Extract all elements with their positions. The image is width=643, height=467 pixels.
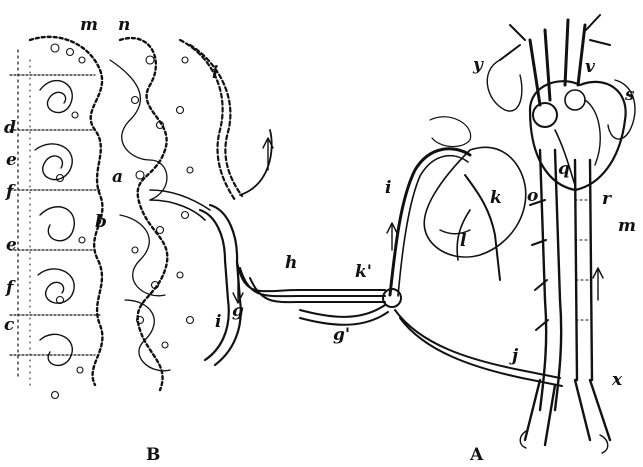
label-i-a: i [385,178,391,198]
label-i-top-b: i [212,63,218,83]
label-r: r [602,189,612,209]
label-k: k [490,188,502,208]
connecting-vessels [233,130,388,325]
label-k-prime: k' [355,262,372,282]
label-e-bottom: e [6,235,17,255]
label-e-top: e [6,150,17,170]
label-n: n [118,15,130,35]
label-o: o [527,186,538,206]
label-d: d [4,118,16,138]
label-b: b [95,212,107,232]
label-l: l [460,231,467,251]
label-f-bottom: f [5,278,16,298]
label-a: a [112,167,123,187]
label-f-top: f [5,182,16,202]
label-y: y [472,55,484,75]
label-s: s [624,85,635,105]
label-v: v [585,57,596,77]
label-g: g [232,301,244,321]
label-h: h [285,253,297,273]
label-c: c [4,315,15,335]
panel-a-drawing [383,15,635,453]
label-g-prime: g' [333,325,350,345]
label-i-bottom-b: i [215,312,221,332]
label-m-right: m [618,216,636,236]
label-m-left: m [80,15,98,35]
label-q: q [558,159,570,179]
panel-label-a: A [469,445,484,465]
label-x: x [611,370,623,390]
panel-label-b: B [146,445,160,465]
panel-b-drawing [10,37,242,399]
label-j: j [509,346,519,366]
